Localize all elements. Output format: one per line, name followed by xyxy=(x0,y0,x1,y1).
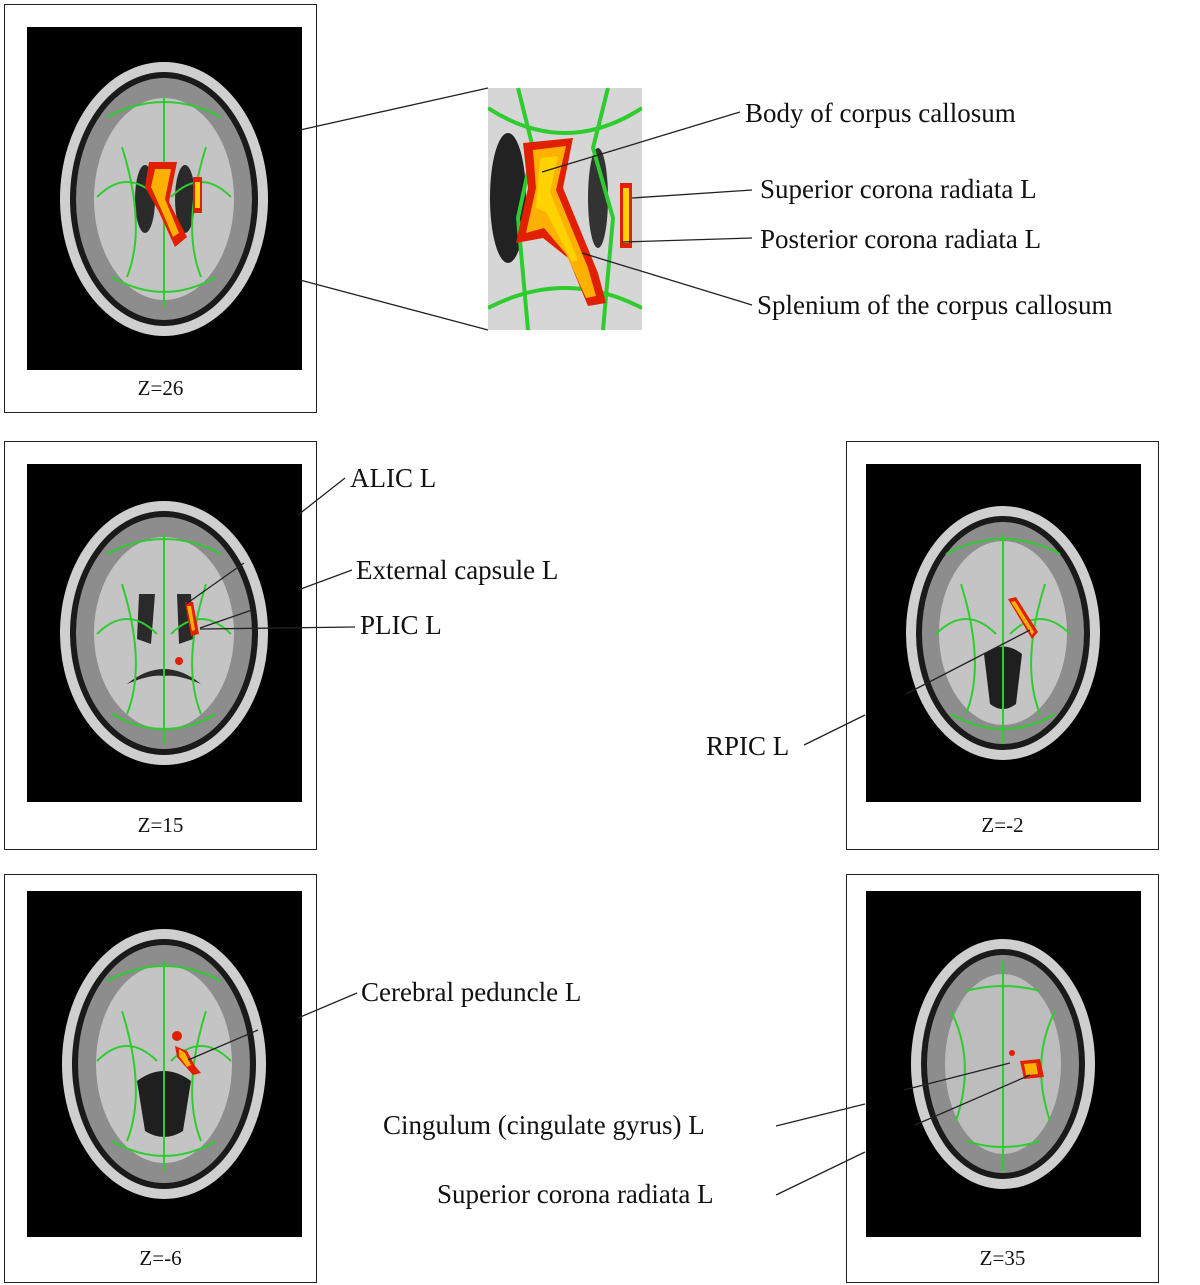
label-posterior-corona-radiata: Posterior corona radiata L xyxy=(760,224,1042,254)
panel-z15: Z=15 xyxy=(4,441,317,850)
panel-z35: Z=35 xyxy=(846,874,1159,1283)
z-label: Z=-2 xyxy=(981,813,1024,837)
brain-slice-z26 xyxy=(27,27,302,370)
label-external-capsule: External capsule L xyxy=(356,555,559,585)
label-cerebral-peduncle: Cerebral peduncle L xyxy=(361,977,582,1007)
panel-z-2: Z=-2 xyxy=(846,441,1159,850)
leader-scr-top xyxy=(631,189,753,199)
brain-slice-z-2 xyxy=(866,464,1141,802)
brain-slice-z35-image xyxy=(911,939,1095,1189)
zoom-inset-image xyxy=(488,88,642,330)
label-plic: PLIC L xyxy=(360,610,442,640)
brain-slice-z-2-image xyxy=(906,506,1100,760)
z-label: Z=-6 xyxy=(139,1246,182,1270)
brain-slice-z-6-image xyxy=(62,929,266,1199)
z-label: Z=35 xyxy=(979,1246,1026,1270)
brain-slice-z15 xyxy=(27,464,302,802)
zoom-line-top xyxy=(299,87,489,131)
panel-z26: Z=26 xyxy=(4,4,317,413)
label-alic: ALIC L xyxy=(350,463,437,493)
brain-slice-z15-image xyxy=(60,501,268,765)
label-body-corpus-callosum: Body of corpus callosum xyxy=(745,98,1016,128)
label-superior-corona-radiata-bottom: Superior corona radiata L xyxy=(437,1179,714,1209)
label-cingulum: Cingulum (cingulate gyrus) L xyxy=(383,1110,705,1140)
label-superior-corona-radiata-top: Superior corona radiata L xyxy=(760,174,1037,204)
label-splenium: Splenium of the corpus callosum xyxy=(757,290,1113,320)
z-label: Z=15 xyxy=(137,813,184,837)
brain-slice-z26-image xyxy=(60,62,268,336)
zoom-line-bottom xyxy=(299,279,489,331)
z-label: Z=26 xyxy=(137,376,184,400)
brain-slice-z-6 xyxy=(27,891,302,1237)
panel-z-6: Z=-6 xyxy=(4,874,317,1283)
label-rpic: RPIC L xyxy=(706,731,790,761)
zoom-inset xyxy=(488,88,642,330)
brain-slice-z35 xyxy=(866,891,1141,1237)
